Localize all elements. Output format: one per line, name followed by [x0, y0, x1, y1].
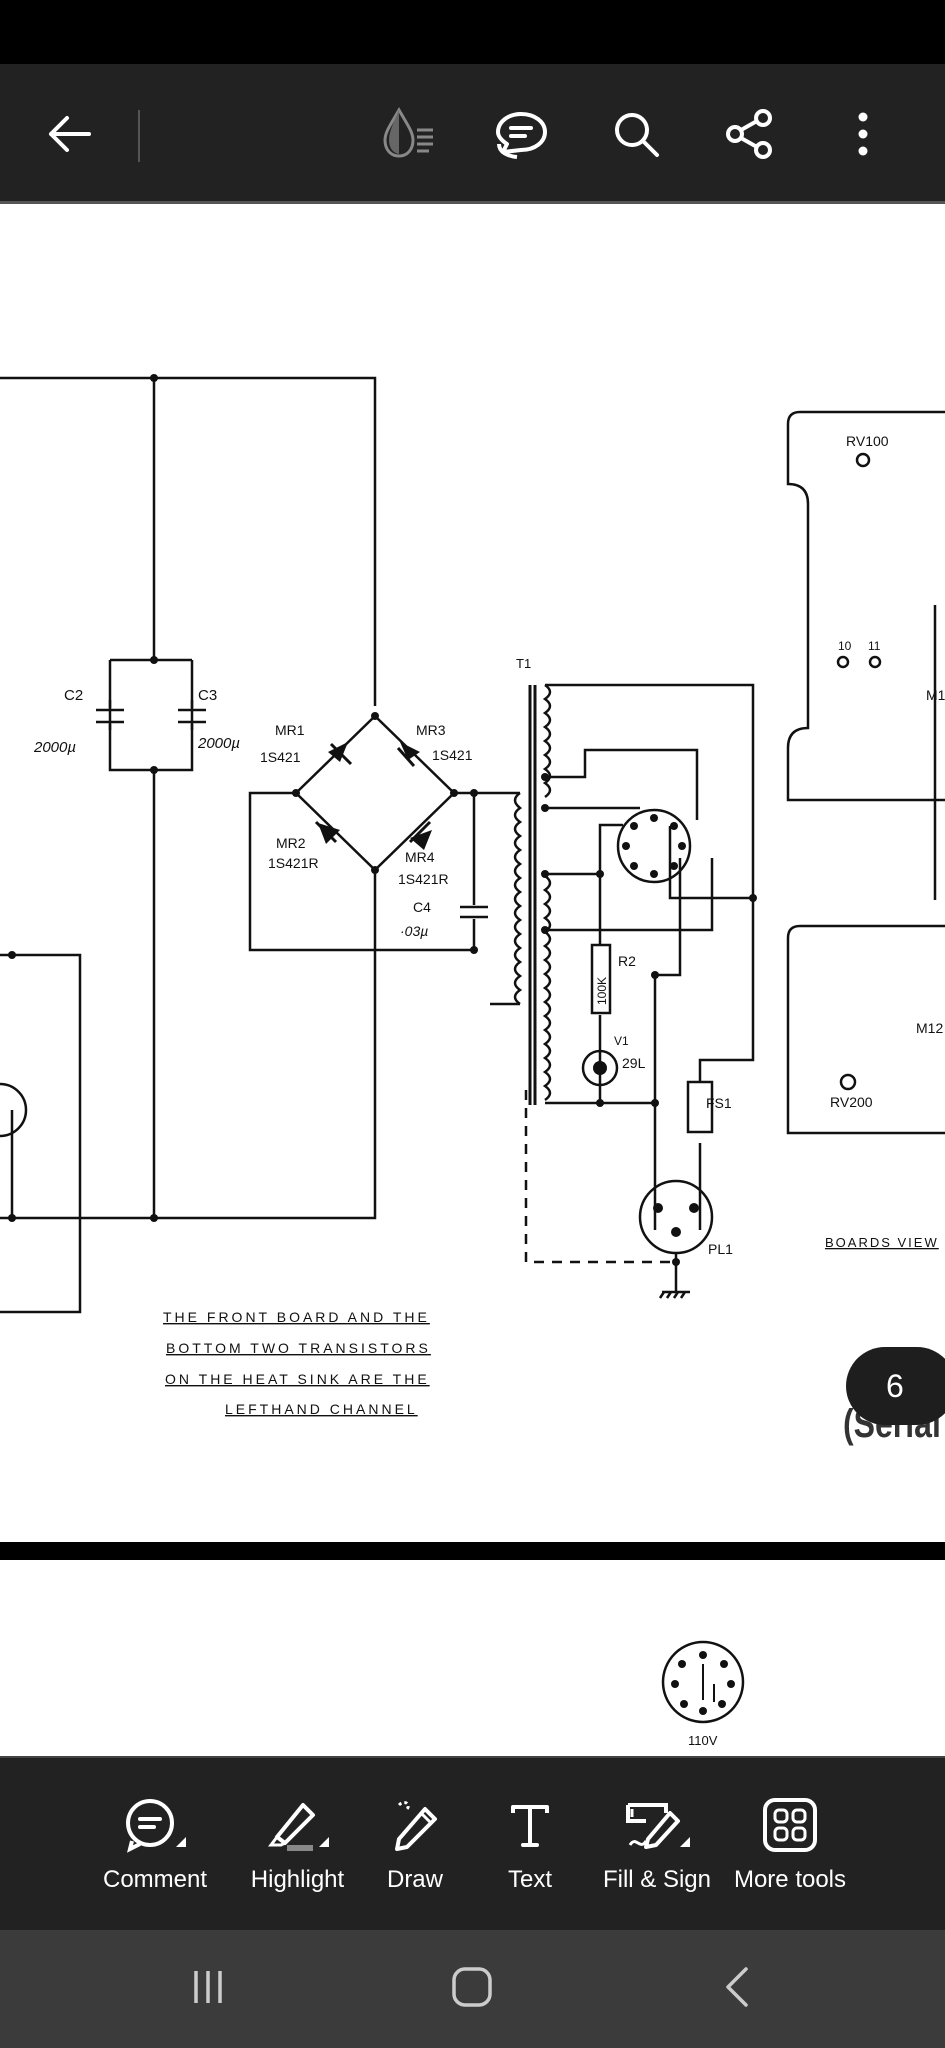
more-vertical-icon[interactable] [828, 99, 898, 169]
label-mr3-part: 1S421 [432, 747, 473, 763]
page-separator [0, 1542, 945, 1560]
system-nav-bar [0, 1930, 945, 2048]
text-tool[interactable]: Text [490, 1758, 570, 1932]
draw-tool[interactable]: Draw [370, 1758, 460, 1932]
comment-tool[interactable]: Comment [95, 1758, 215, 1932]
note-line-1: THE FRONT BOARD AND THE [163, 1309, 430, 1325]
search-icon[interactable] [601, 99, 671, 169]
label-mr2: MR2 [276, 835, 306, 851]
label-mr1-part: 1S421 [260, 749, 301, 765]
highlight-tool[interactable]: Highlight [230, 1758, 365, 1932]
page-number-badge[interactable]: 6 [846, 1347, 945, 1425]
plug-diagram: 110V [661, 1640, 745, 1748]
label-pin-10: 10 [838, 639, 852, 653]
bottom-tool-bar: Comment Highlight Draw Text Fill & Sign … [0, 1756, 945, 1930]
comment-label: Comment [102, 1866, 208, 1893]
toolbar-divider [138, 110, 140, 162]
circuit-schematic: C2 2000µ C3 2000µ MR1 1S421 MR3 1S421 MR… [0, 374, 945, 1417]
label-c4: C4 [413, 899, 431, 915]
back-icon[interactable] [692, 1952, 782, 2022]
fill-sign-icon [622, 1796, 692, 1854]
label-mr4-part: 1S421R [398, 871, 449, 887]
text-icon [507, 1796, 553, 1854]
label-mr4: MR4 [405, 849, 435, 865]
fill-sign-tool[interactable]: Fill & Sign [594, 1758, 720, 1932]
label-r2-value: 100K [595, 977, 609, 1005]
top-toolbar [0, 64, 945, 204]
label-c3-value: 2000µ [197, 735, 240, 752]
label-mr2-part: 1S421R [268, 855, 319, 871]
label-c2: C2 [64, 687, 83, 704]
label-rv100: RV100 [846, 433, 889, 449]
highlight-icon [265, 1796, 331, 1854]
recents-icon[interactable] [163, 1952, 253, 2022]
label-c4-value: ·03µ [400, 923, 428, 939]
label-pl1: PL1 [708, 1241, 733, 1257]
note-line-4: LEFTHAND CHANNEL [225, 1401, 418, 1417]
label-c2-value: 2000µ [33, 739, 76, 756]
status-bar [0, 0, 945, 64]
back-arrow-icon[interactable] [34, 99, 104, 169]
home-icon[interactable] [427, 1952, 517, 2022]
draw-icon [385, 1796, 445, 1854]
label-fs1: FS1 [706, 1095, 732, 1111]
document-page[interactable]: C2 2000µ C3 2000µ MR1 1S421 MR3 1S421 MR… [0, 204, 945, 1542]
comment-icon [122, 1796, 188, 1854]
draw-label: Draw [386, 1866, 443, 1893]
label-m12: M12 [916, 1020, 943, 1036]
label-boards-view: BOARDS VIEW [825, 1235, 939, 1250]
label-v1-value: 29L [622, 1055, 646, 1071]
label-mr3: MR3 [416, 722, 446, 738]
comments-icon[interactable] [486, 99, 556, 169]
label-110v: 110V [688, 1733, 718, 1748]
label-mr1: MR1 [275, 722, 305, 738]
next-page[interactable]: 110V [0, 1560, 945, 1756]
note-line-3: ON THE HEAT SINK ARE THE [165, 1371, 430, 1387]
more-tools-label: More tools [733, 1866, 847, 1893]
fill-sign-label: Fill & Sign [602, 1866, 712, 1893]
label-m1: M1 [926, 687, 945, 703]
label-c3: C3 [198, 687, 217, 704]
label-r2: R2 [618, 953, 636, 969]
liquid-mode-icon[interactable] [374, 99, 444, 169]
more-tools-icon [761, 1796, 819, 1854]
label-t1: T1 [516, 656, 531, 671]
more-tools-tool[interactable]: More tools [730, 1758, 850, 1932]
note-line-2: BOTTOM TWO TRANSISTORS [166, 1340, 431, 1356]
label-pin-11: 11 [868, 639, 881, 653]
text-label: Text [507, 1866, 552, 1893]
label-rv200: RV200 [830, 1094, 873, 1110]
label-v1: V1 [614, 1034, 629, 1048]
share-icon[interactable] [714, 99, 784, 169]
highlight-label: Highlight [250, 1866, 345, 1893]
